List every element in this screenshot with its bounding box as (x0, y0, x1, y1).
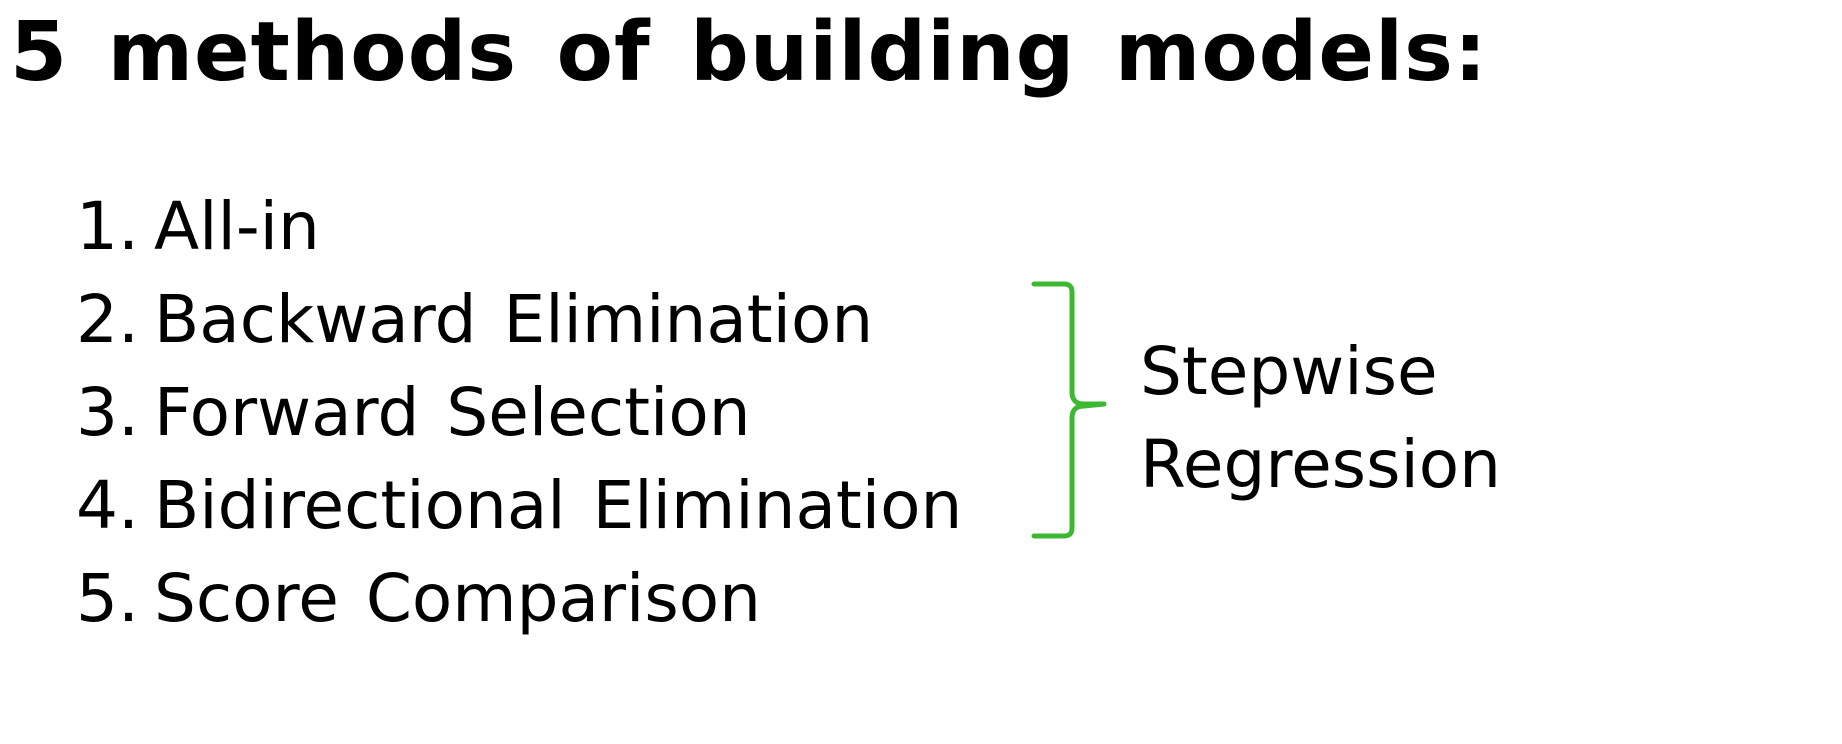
brace-group-label: Stepwise Regression (1140, 325, 1501, 511)
list-item: 2. Backward Elimination (76, 273, 962, 366)
list-item: 5. Score Comparison (76, 552, 962, 645)
right-curly-brace-icon (1031, 281, 1107, 539)
list-item-label: Forward Selection (154, 374, 751, 451)
list-item-number: 2. (76, 281, 139, 358)
page-title: 5 methods of building models: (10, 5, 1488, 100)
methods-list: 1. All-in 2. Backward Elimination 3. For… (76, 180, 962, 645)
list-item: 4. Bidirectional Elimination (76, 459, 962, 552)
list-item: 1. All-in (76, 180, 962, 273)
list-item-number: 4. (76, 467, 139, 544)
brace-group-label-line: Regression (1140, 426, 1502, 503)
list-item-label: Score Comparison (154, 560, 761, 637)
list-item: 3. Forward Selection (76, 366, 962, 459)
list-item-number: 3. (76, 374, 139, 451)
list-item-number: 5. (76, 560, 139, 637)
list-item-label: Bidirectional Elimination (154, 467, 963, 544)
list-item-number: 1. (76, 188, 139, 265)
list-item-label: Backward Elimination (154, 281, 874, 358)
list-item-label: All-in (154, 188, 320, 265)
brace-group-label-line: Stepwise (1140, 333, 1438, 410)
